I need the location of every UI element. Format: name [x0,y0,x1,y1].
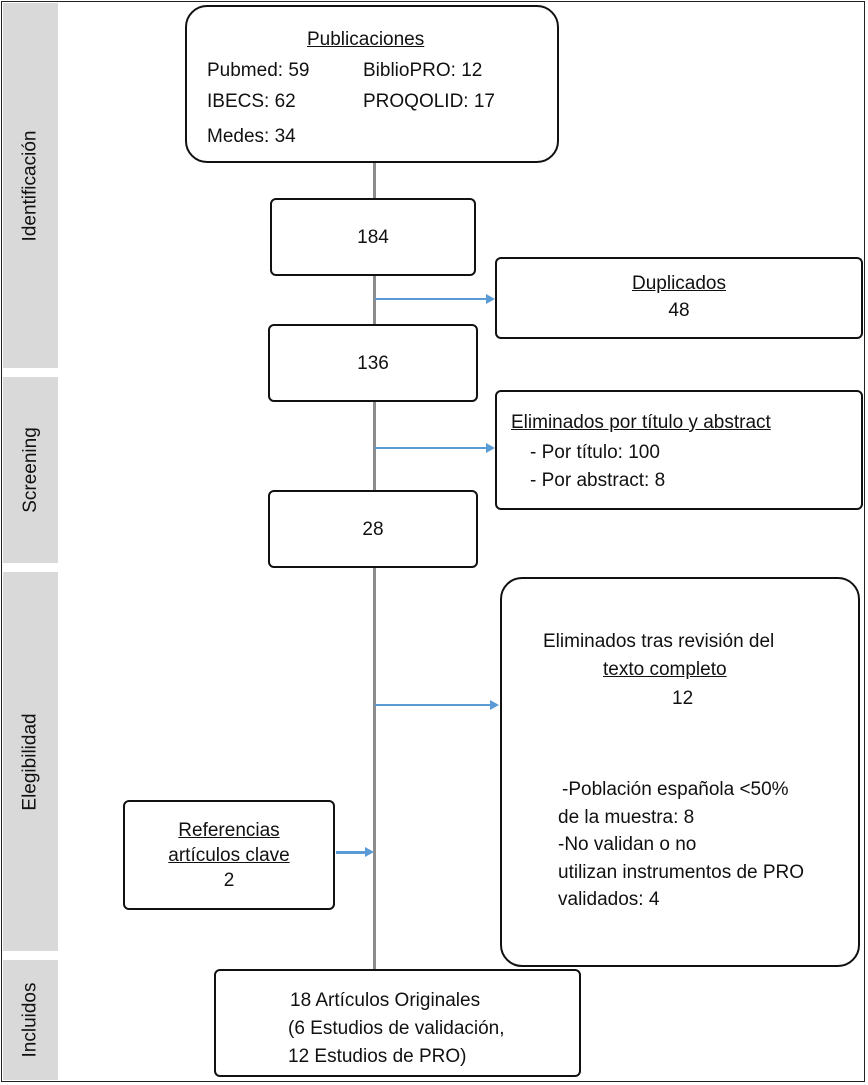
reason-poblacion-a: -Población española <50% [562,779,789,800]
eliminados-texto-line2: texto completo [603,659,727,680]
duplicados-title: Duplicados [632,273,726,294]
box-28-value: 28 [362,518,384,540]
bibliopro-count: BiblioPRO: 12 [363,60,483,81]
box-136: 136 [268,324,478,402]
incluidos-box: 18 Artículos Originales (6 Estudios de v… [214,969,581,1077]
stage-identificacion-label: Identificación [19,130,41,241]
referencias-line2: artículos clave [168,845,290,866]
arrow-to-duplicados [375,294,495,304]
stage-screening-label: Screening [19,427,41,513]
eliminados-texto-box: Eliminados tras revisión del texto compl… [500,577,860,967]
stage-screening: Screening [3,377,58,563]
stage-identificacion: Identificación [3,3,58,368]
box-184: 184 [270,198,476,276]
pubmed-count: Pubmed: 59 [207,60,310,81]
stage-elegibilidad-label: Elegibilidad [19,712,41,811]
arrow-from-referencias [336,847,374,857]
box-184-value: 184 [357,226,389,248]
referencias-line1: Referencias [178,820,280,841]
reason-no-validan-c: validados: 4 [558,889,660,910]
publicaciones-box: Publicaciones Pubmed: 59 BiblioPRO: 12 I… [185,5,559,163]
eliminados-texto-value: 12 [672,688,694,709]
ibecs-count: IBECS: 62 [207,91,296,112]
duplicados-box: Duplicados 48 [495,257,863,339]
eliminados-por-abstract: - Por abstract: 8 [530,470,666,491]
eliminados-titulo-title: Eliminados por título y abstract [511,412,771,433]
arrow-to-eliminados-texto [375,700,499,710]
arrow-to-eliminados-titulo [375,443,495,453]
medes-count: Medes: 34 [207,126,296,147]
eliminados-texto-line1: Eliminados tras revisión del [543,631,775,652]
incluidos-line2: (6 Estudios de validación, [288,1018,505,1039]
stage-incluidos-label: Incluidos [19,982,41,1058]
publicaciones-title: Publicaciones [307,29,425,50]
stage-incluidos: Incluidos [3,960,58,1080]
proqolid-count: PROQOLID: 17 [363,91,495,112]
duplicados-value: 48 [668,300,690,321]
eliminados-titulo-box: Eliminados por título y abstract - Por t… [495,390,863,510]
reason-poblacion-b: de la muestra: 8 [558,807,695,828]
stage-elegibilidad: Elegibilidad [3,572,58,951]
reason-no-validan-a: -No validan o no [558,834,697,855]
incluidos-line3: 12 Estudios de PRO) [288,1046,467,1067]
referencias-box: Referencias artículos clave 2 [123,800,335,910]
box-28: 28 [268,490,478,568]
box-136-value: 136 [357,352,389,374]
referencias-value: 2 [223,870,235,891]
reason-no-validan-b: utilizan instrumentos de PRO [558,862,805,883]
incluidos-line1: 18 Artículos Originales [290,990,481,1011]
eliminados-por-titulo: - Por título: 100 [530,442,660,463]
